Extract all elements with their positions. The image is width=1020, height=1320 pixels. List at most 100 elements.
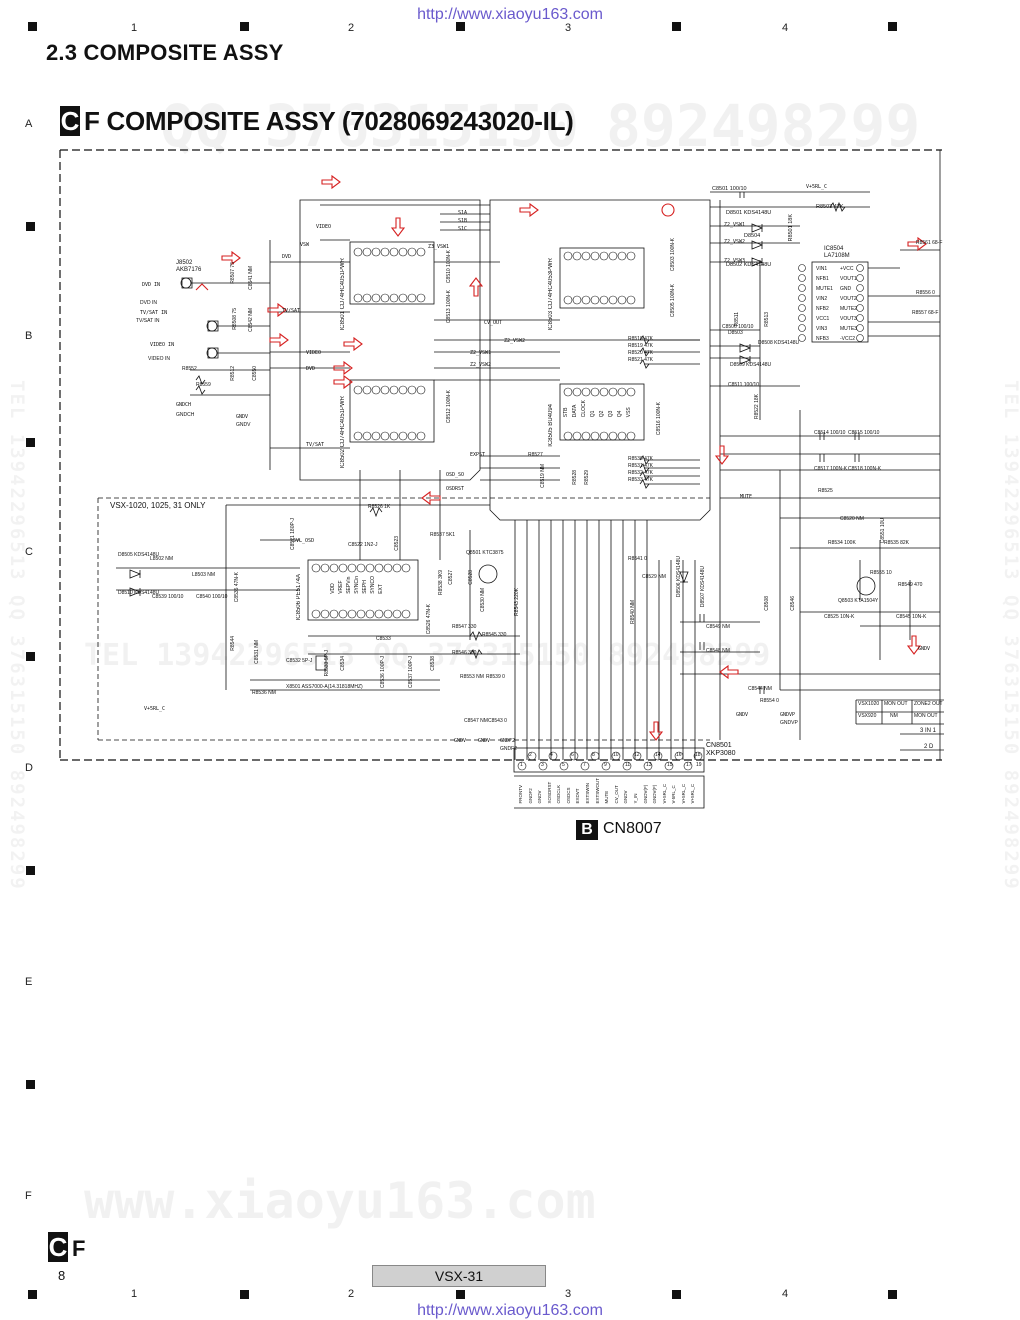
row-letter: F [25, 1190, 32, 1202]
svg-text:TV/SAT: TV/SAT [282, 308, 300, 314]
model-table-cell: ZONE2 OUT [914, 701, 943, 707]
ic8504-left-pin-names: VIN1 NFB1 MUTE1 VIN2 NFB2 VCC1 VIN3 NFB3 [816, 264, 833, 344]
signal-name: OSDCS [565, 787, 571, 804]
component-label: C8544 NM [748, 686, 772, 692]
component-label: R8501 18K [788, 214, 794, 242]
component-label: R8534 100K [828, 540, 856, 546]
pin-number: 2 [529, 752, 532, 758]
svg-text:GNDV: GNDV [918, 646, 930, 652]
pin-name: EXT [378, 584, 384, 594]
svg-text:DVD: DVD [306, 366, 315, 372]
connector-target-label: CN8007 [603, 820, 662, 837]
register-mark [26, 1080, 35, 1089]
signal-name: OSDCLK [556, 784, 562, 804]
pin-name: SYNCO [370, 576, 376, 594]
ic-part: CD74HC4053PWR [548, 258, 554, 310]
watermark-text: TEL 13942296513 QQ 376315150 892498299 [6, 380, 28, 891]
component-label: R8518 47K [628, 336, 654, 342]
signal-name: XOSDRST [546, 781, 552, 804]
column-number: 2 [348, 22, 355, 34]
connector-target-badge: B [576, 820, 598, 840]
watermark-text: QQ 376315150 [160, 92, 580, 160]
component-label: D8501 KDS4148U [726, 210, 772, 216]
ic8505-pin-names: STB DATA CLOCK Q1 Q2 Q3 Q4 VSS [563, 400, 634, 417]
bus-wires [434, 261, 700, 381]
capacitor-symbol [739, 192, 860, 462]
svg-text:Z2_VSW3: Z2_VSW3 [724, 258, 745, 264]
component-label: R8533 47K [628, 477, 654, 483]
ic8502-body [349, 379, 435, 443]
component-label: C8517 100N-K [814, 466, 848, 472]
model-table-cell: VSX1020 [858, 701, 880, 707]
component-label: C8525 10N-K [824, 614, 855, 620]
register-mark [28, 1290, 37, 1299]
watermark-text: TEL 13942296513 QQ 376315150 892498299 [84, 638, 771, 673]
pin-name: VIN2 [816, 296, 828, 302]
component-label: R8536 NM [252, 690, 276, 696]
vertical-wires [719, 150, 941, 760]
connector-cn8501-body [513, 747, 705, 773]
component-label: D8506 KDS4148U [676, 556, 682, 598]
vertical-wires [269, 240, 471, 640]
component-label: D8508 KDS4148U [758, 340, 800, 346]
model-table-note: 3 IN 1 [920, 728, 937, 734]
component-label: C8541 NM [248, 266, 254, 290]
resistor-symbol [639, 455, 650, 489]
jack-dvd-in [180, 277, 192, 289]
ic-ref: IC8505 [548, 427, 554, 447]
bus-wires [480, 455, 560, 481]
svg-text:CV_OUT: CV_OUT [484, 320, 502, 326]
pin-number: 16 [676, 752, 682, 758]
connector-wires [658, 560, 696, 760]
pin-name: +VCC [840, 266, 854, 272]
jack-tv-sat-in [206, 320, 218, 332]
ic8505-label: IC8505 BU4094 [548, 404, 554, 447]
pin-number: 18 [695, 752, 701, 758]
row-letter: E [25, 976, 33, 988]
diode-symbol [751, 223, 764, 267]
component-label: R8521 47K [628, 357, 654, 363]
component-label: R8528 [572, 470, 578, 485]
component-label: R8535 82K [884, 540, 910, 546]
connector-label: CN8501 XKP3080 [706, 742, 736, 758]
component-label: R8508 75 [232, 308, 238, 330]
svg-text:Z2_VSW1: Z2_VSW1 [724, 222, 745, 228]
signal-name: FRONTV [518, 785, 523, 804]
pin-number: 7 [583, 762, 586, 768]
ic-part: LA7108M [824, 253, 850, 259]
ground-label: GNDVP [780, 720, 798, 726]
component-label: C8519 NM [540, 464, 546, 488]
component-label: R8541 0 [628, 556, 647, 562]
bus-wires [868, 249, 940, 337]
pin-name: NFB3 [816, 336, 829, 342]
component-label: C8518 100N-K [848, 466, 882, 472]
row-letter: B [25, 330, 33, 342]
component-label: R8522 18K [754, 394, 760, 420]
svg-text:VIDEO: VIDEO [306, 350, 321, 356]
svg-text:DVD: DVD [282, 254, 291, 260]
jack-label: J8502 AKB7176 [176, 260, 201, 274]
resistor-symbol [195, 375, 383, 518]
pin-name: DATA [572, 404, 578, 418]
ic8506-label: IC8506 PE5174A [296, 574, 302, 620]
component-label: R8559 [196, 382, 211, 388]
pin-name: MUTE3 [840, 326, 857, 332]
component-label: C8545 10N-K [896, 614, 927, 620]
pin-number: 1 [520, 762, 523, 768]
component-label: R8540 NM [630, 600, 636, 624]
component-label: R8552 [182, 366, 197, 372]
component-label: C8542 NM [248, 308, 254, 332]
model-table-cell: MON OUT [914, 713, 938, 719]
svg-text:DVD IN: DVD IN [142, 282, 160, 288]
ground-label: GNDCH [176, 412, 195, 418]
resistor-symbol [829, 201, 846, 213]
pin-number: 8 [592, 752, 595, 758]
bus-wires [680, 621, 940, 691]
component-label: R8525 [818, 488, 833, 494]
board-letter: F [84, 106, 100, 136]
component-label: D8504 [744, 233, 761, 239]
svg-text:Z2_VSW1: Z2_VSW1 [470, 350, 491, 356]
pin-name: Q1 [590, 410, 596, 418]
section-title: 2.3 COMPOSITE ASSY [46, 40, 284, 65]
svg-text:GNDCH: GNDCH [176, 402, 191, 408]
